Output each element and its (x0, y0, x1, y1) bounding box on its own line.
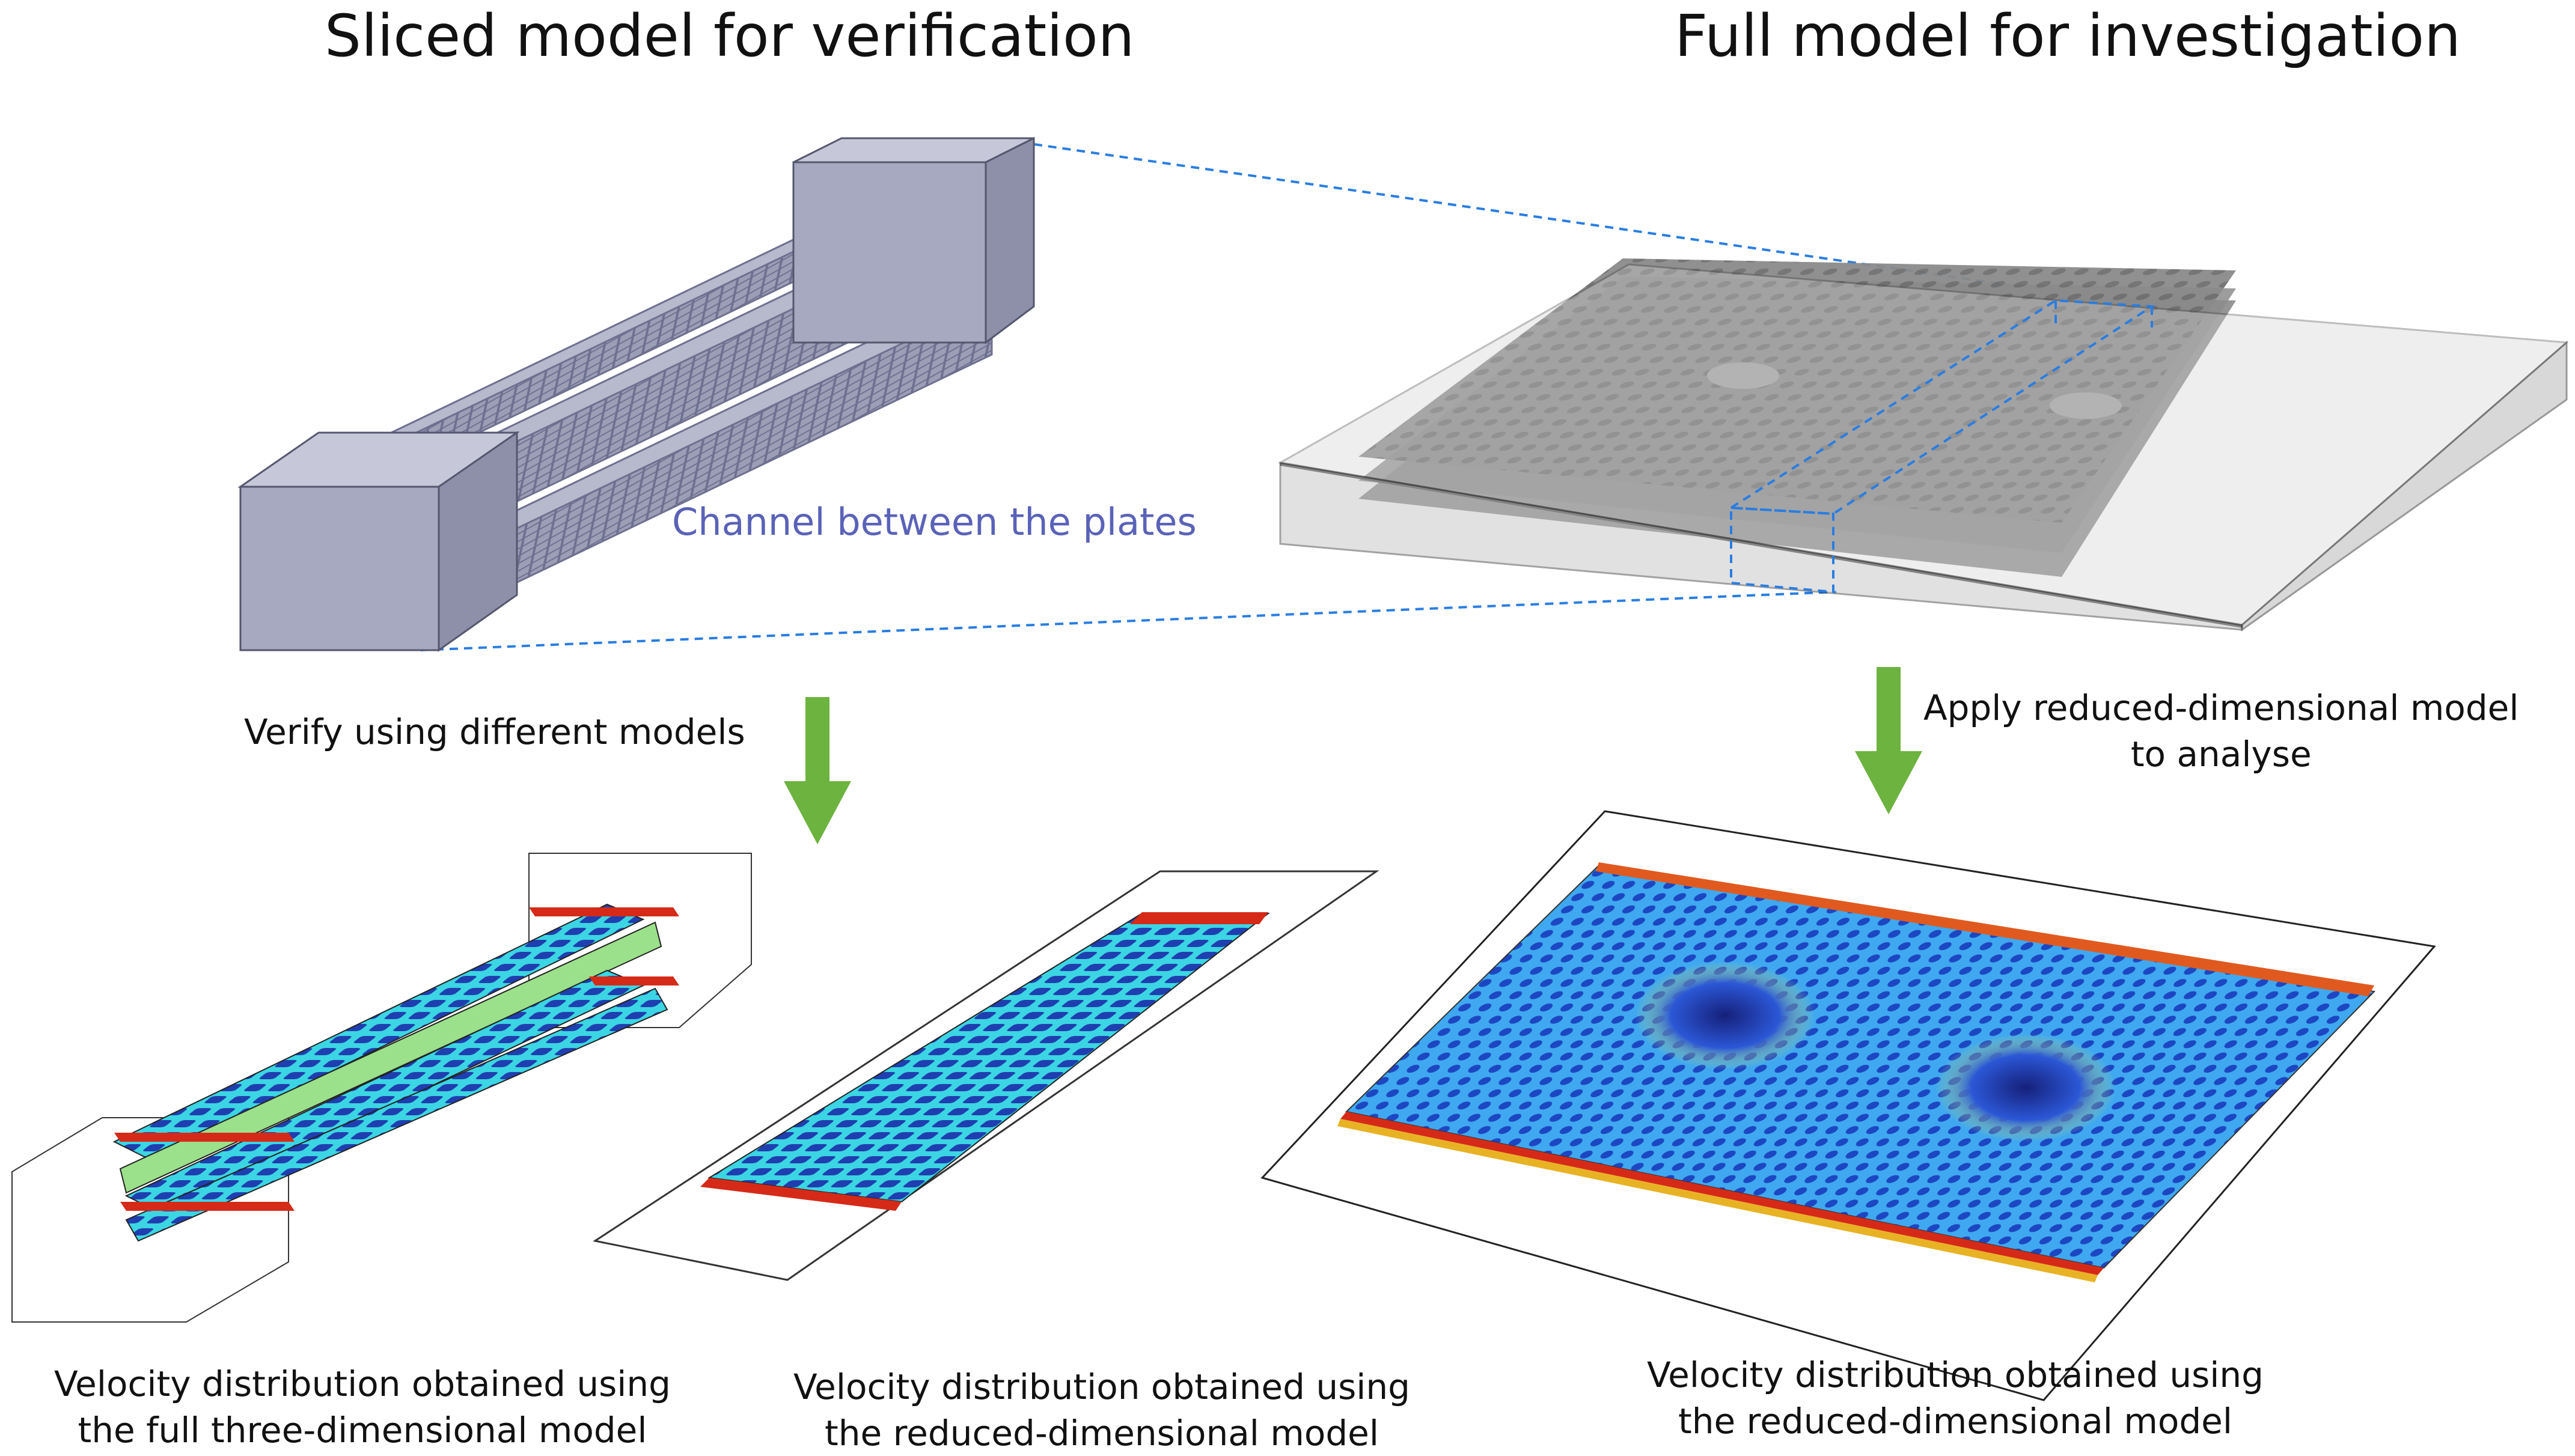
verify-label: Verify using different models (244, 711, 745, 752)
apply-label: Apply reduced-dimensional model to analy… (1923, 687, 2519, 775)
caption-full-3d: Velocity distribution obtained using the… (54, 1363, 671, 1451)
velocity-reduced-left (593, 870, 1379, 1281)
channel-label: Channel between the plates (672, 500, 1197, 544)
caption-reduced-right: Velocity distribution obtained using the… (1647, 1354, 2264, 1442)
full-model-3d (1277, 258, 2569, 632)
velocity-full-3d (11, 853, 752, 1323)
down-arrow-icon (1855, 667, 1922, 814)
velocity-reduced-full (1260, 810, 2436, 1401)
left-title: Sliced model for verification (325, 2, 1135, 70)
right-title: Full model for investigation (1675, 2, 2461, 70)
caption-reduced-left: Velocity distribution obtained using the… (793, 1366, 1410, 1454)
down-arrow-icon (784, 697, 851, 844)
sliced-model-3d (237, 136, 1035, 652)
